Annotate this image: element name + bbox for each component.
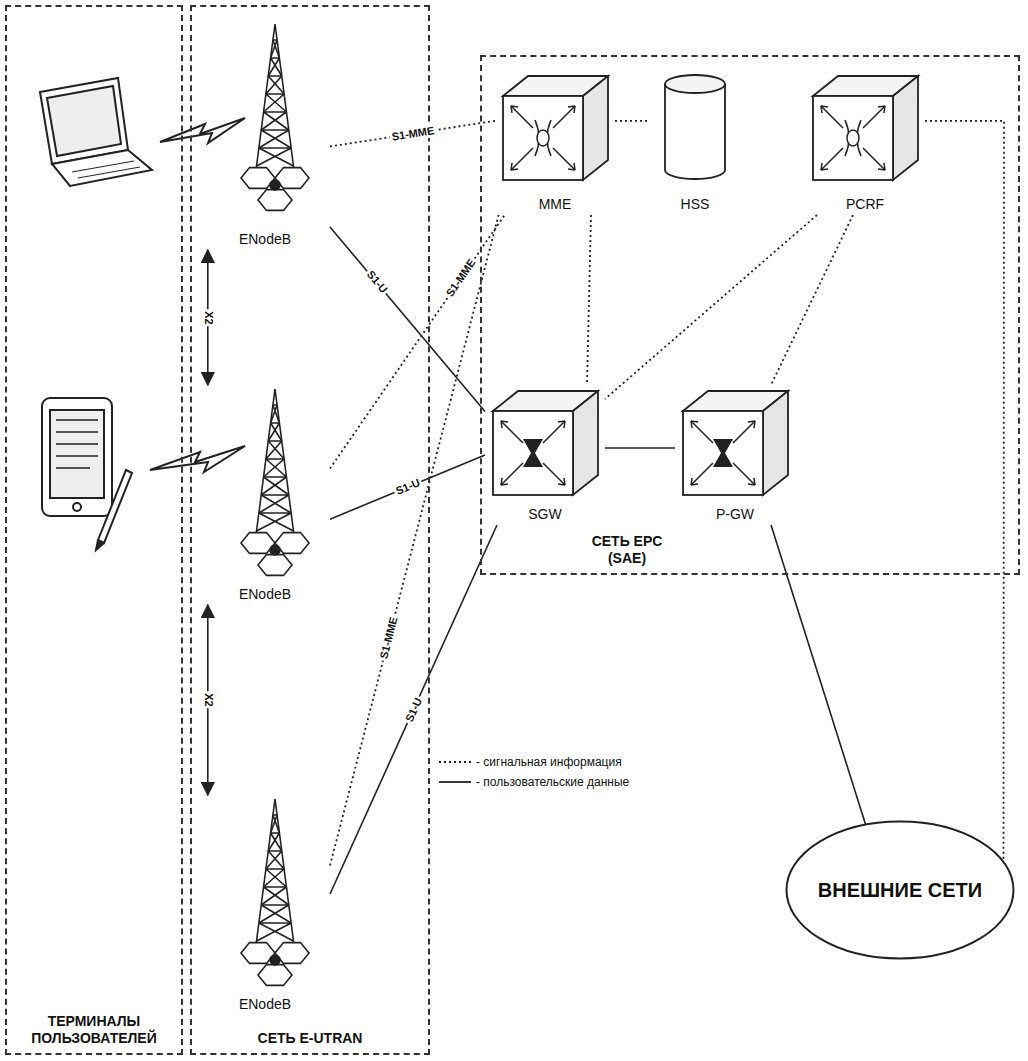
enodeb-tower: ENodeB <box>200 795 330 1015</box>
radio-link <box>150 118 245 472</box>
interface-label: X2 <box>201 691 214 708</box>
data-link <box>330 525 497 894</box>
tower-icon <box>200 385 330 585</box>
node-label: ВНЕШНИЕ СЕТИ <box>818 878 982 902</box>
cube-icon <box>485 385 605 500</box>
interface-label: S1-MME <box>388 123 436 143</box>
external-networks: ВНЕШНИЕ СЕТИ <box>785 820 1015 960</box>
data-link <box>605 447 675 449</box>
legend-row: - сигнальная информация <box>438 752 629 772</box>
interface-label: S1-U <box>362 267 391 298</box>
data-link <box>330 227 485 412</box>
data-link <box>771 525 866 824</box>
interface-label: X2 <box>201 309 214 326</box>
tower-icon <box>200 795 330 995</box>
node-label: ТЕРМИНАЛЫ ПОЛЬЗОВАТЕЛЕЙ <box>7 1013 181 1053</box>
interface-label: S1-MME <box>442 255 479 301</box>
cube-icon <box>495 70 615 185</box>
node-label: MME <box>539 196 572 215</box>
node-label: ENodeB <box>239 996 291 1015</box>
signal-link <box>330 121 495 147</box>
pgw-cube: P-GW <box>675 385 795 525</box>
node-label: СЕТЬ EPC (SAE) <box>582 533 672 573</box>
legend-row: - пользовательские данные <box>438 772 629 792</box>
signal-link <box>605 215 817 399</box>
node-label: SGW <box>528 506 561 525</box>
tablet-icon <box>42 398 132 550</box>
legend-line-sample <box>438 757 472 767</box>
pcrf-cube: PCRF <box>805 70 925 215</box>
data-link <box>330 455 485 519</box>
legend-text: - сигнальная информация <box>476 755 622 769</box>
signal-link <box>587 215 591 385</box>
cube-icon <box>805 70 925 185</box>
node-label: ENodeB <box>239 586 291 605</box>
node-label: ENodeB <box>239 231 291 250</box>
node-label: HSS <box>681 196 710 215</box>
signal-link <box>615 120 650 122</box>
legend-line-sample <box>438 777 472 787</box>
sgw-cube: SGW <box>485 385 605 525</box>
tower-icon <box>200 20 330 220</box>
eutran-region: СЕТЬ E-UTRAN ENodeB ENodeB ENodeB <box>190 5 430 1055</box>
epc-region: СЕТЬ EPC (SAE) MME HSS PCRF SGW P-GW <box>480 55 1020 575</box>
node-label: P-GW <box>716 506 754 525</box>
legend: - сигнальная информация - пользовательски… <box>438 752 629 792</box>
interface-label: S1-MME <box>377 613 401 662</box>
enodeb-tower: ENodeB <box>200 385 330 605</box>
signal-link <box>771 215 853 385</box>
laptop-icon <box>40 78 152 186</box>
signal-link <box>925 121 1004 861</box>
enodeb-tower: ENodeB <box>200 20 330 250</box>
terminals-region: ТЕРМИНАЛЫ ПОЛЬЗОВАТЕЛЕЙ <box>5 5 183 1055</box>
signal-link <box>330 215 499 865</box>
node-label: PCRF <box>846 196 884 215</box>
hss-database: HSS <box>650 70 740 215</box>
signal-link <box>330 215 505 469</box>
cube-icon <box>675 385 795 500</box>
mme-cube: MME <box>495 70 615 215</box>
database-icon <box>650 70 740 185</box>
interface-label: S1-U <box>401 694 425 726</box>
node-label: СЕТЬ E-UTRAN <box>258 1030 363 1053</box>
legend-text: - пользовательские данные <box>476 775 629 789</box>
interface-label: S1-U <box>392 475 424 498</box>
